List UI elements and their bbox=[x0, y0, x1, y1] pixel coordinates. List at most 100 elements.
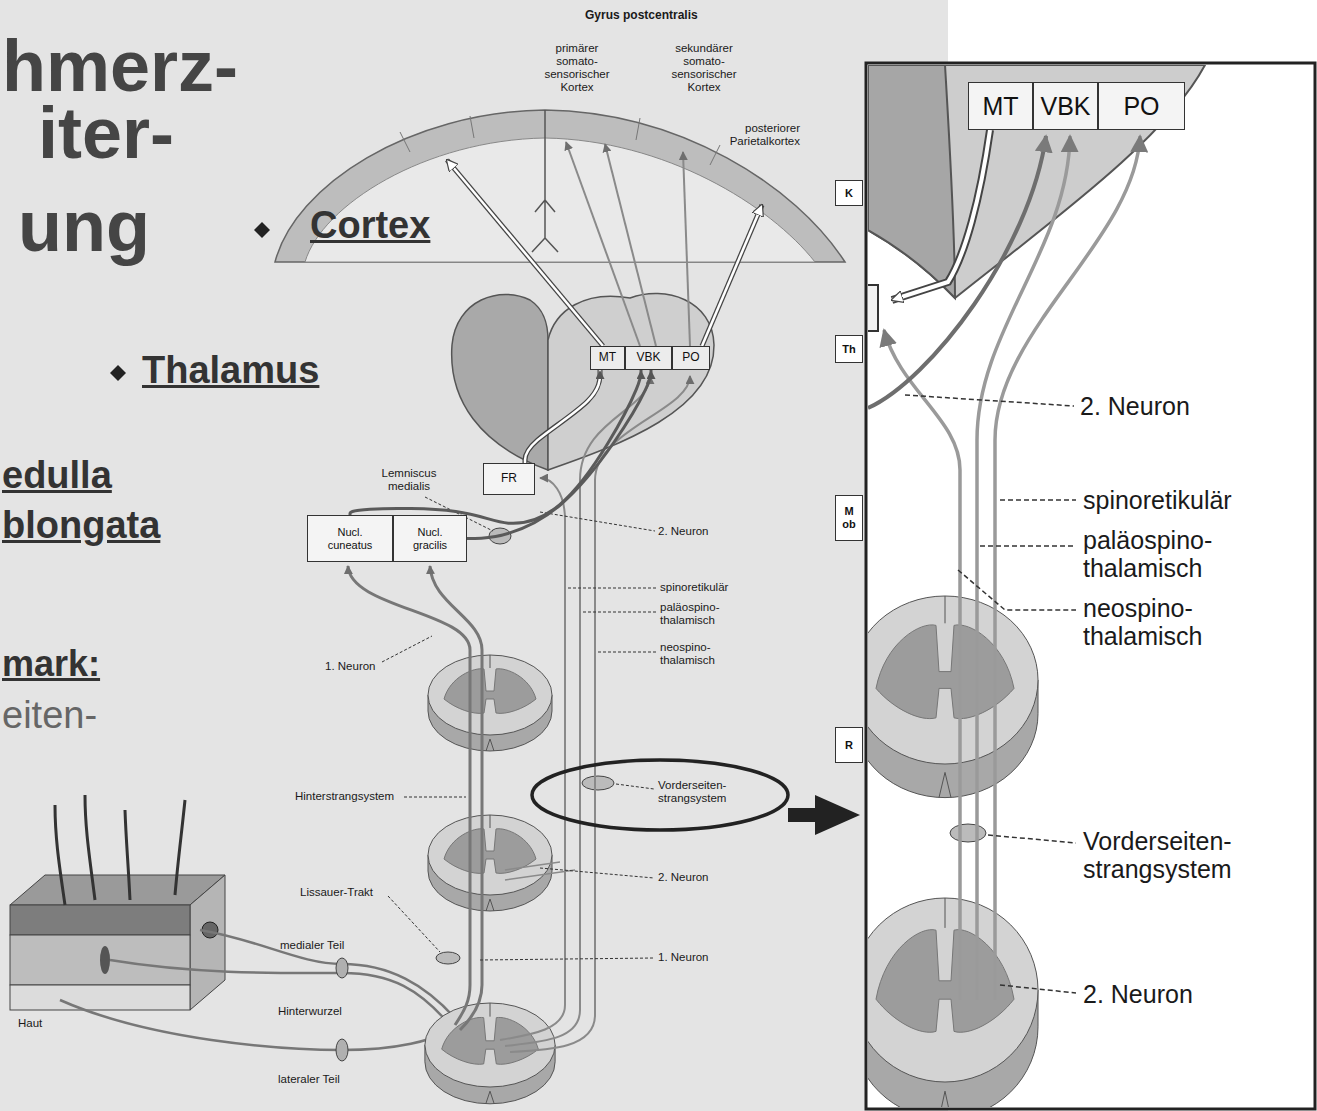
ascending-pathway bbox=[505, 862, 575, 880]
node-text: VBK bbox=[1040, 92, 1090, 121]
inset-panel bbox=[868, 596, 1038, 798]
bullet-symbol bbox=[110, 365, 126, 381]
structure-label: Lemniscus medialis bbox=[376, 467, 442, 493]
inset-panel bbox=[868, 898, 1038, 1107]
inset-panel bbox=[958, 570, 1076, 610]
annotation-label: Haut bbox=[18, 1017, 42, 1030]
annotation-label: 2. Neuron bbox=[1080, 392, 1190, 420]
annotation-label: spinoretikulär bbox=[1083, 486, 1232, 514]
node-text: M ob bbox=[841, 505, 857, 530]
structure-label: posteriorer Parietalkortex bbox=[716, 122, 800, 148]
inset-panel bbox=[868, 285, 878, 331]
skin-block bbox=[100, 946, 110, 974]
leader-line bbox=[480, 958, 654, 960]
leader-line bbox=[583, 612, 656, 613]
annotation-label: lateraler Teil bbox=[278, 1073, 340, 1086]
annotation-label: Hinterstrangsystem bbox=[295, 790, 394, 803]
structure-label: sekundärer somato-sensorischer Kortex bbox=[664, 42, 744, 94]
annotation-label: Hinterwurzel bbox=[278, 1005, 342, 1018]
annotation-label: Vorderseiten-strangsystem bbox=[1083, 827, 1253, 883]
slide-ground bbox=[0, 0, 948, 1111]
bullet-symbol bbox=[254, 222, 270, 238]
level-box: M ob bbox=[835, 495, 863, 541]
annotation-label: 1. Neuron bbox=[658, 951, 709, 964]
projection-arrow bbox=[525, 370, 600, 463]
projection-arrow bbox=[350, 370, 641, 523]
reticular-formation-box: FR bbox=[483, 463, 535, 495]
nucleus-box: MT bbox=[590, 346, 625, 370]
annotation-label: medialer Teil bbox=[280, 939, 344, 952]
inset-panel bbox=[950, 824, 986, 842]
skin-block bbox=[10, 875, 225, 905]
inset-panel bbox=[866, 63, 1315, 1109]
nucleus-box: PO bbox=[1098, 82, 1185, 130]
annotation-label: 2. Neuron bbox=[658, 525, 709, 538]
leader-line bbox=[382, 497, 656, 960]
cortex-section bbox=[275, 110, 845, 262]
cortex-section bbox=[275, 110, 845, 262]
inset-panel bbox=[977, 136, 1070, 1000]
annotation-label: 2. Neuron bbox=[658, 871, 709, 884]
annotation-label: Vorderseiten-strangsystem bbox=[658, 779, 740, 805]
inset-panel bbox=[892, 130, 990, 300]
nucleus-box: Nucl. gracilis bbox=[393, 515, 467, 562]
level-box: Th bbox=[835, 335, 863, 363]
thalamocortical-projection bbox=[605, 144, 656, 346]
inset-panel bbox=[868, 65, 955, 298]
tract-symbol bbox=[436, 952, 460, 964]
tract-symbol bbox=[582, 776, 614, 790]
leader-line bbox=[540, 868, 654, 878]
bullet-heading: mark: bbox=[2, 646, 100, 682]
nucleus-box: MT bbox=[968, 82, 1033, 130]
nerve-fiber bbox=[110, 960, 450, 1025]
skin-block bbox=[10, 795, 225, 1010]
skin-block bbox=[10, 935, 190, 985]
slide-title-fragment: ung bbox=[18, 190, 150, 262]
structure-label: primärer somato-sensorischer Kortex bbox=[538, 42, 616, 94]
ascending-pathway bbox=[348, 376, 690, 1052]
zoom-callout bbox=[532, 760, 860, 835]
inset-panel bbox=[1000, 499, 1076, 501]
ascending-pathway bbox=[500, 478, 565, 1040]
annotation-label: spinoretikulär bbox=[660, 581, 728, 594]
inset-panel bbox=[884, 330, 960, 1000]
node-text: FR bbox=[501, 472, 517, 486]
nucleus-box: PO bbox=[672, 346, 710, 370]
node-text: R bbox=[845, 739, 853, 752]
zoom-callout bbox=[788, 795, 860, 835]
leader-line bbox=[404, 797, 466, 798]
nerve-fiber bbox=[336, 1039, 348, 1061]
leader-line bbox=[598, 652, 656, 653]
skin-block bbox=[55, 795, 185, 905]
inset-panel bbox=[905, 395, 1074, 406]
inset-panel bbox=[980, 545, 1076, 547]
node-text: MT bbox=[599, 351, 616, 365]
annotation-label: neospino-thalamisch bbox=[660, 641, 732, 667]
spinal-cord-section bbox=[425, 655, 555, 1104]
thalamocortical-projection bbox=[702, 205, 762, 346]
nucleus-box: VBK bbox=[625, 346, 672, 370]
projection-arrow-outline bbox=[525, 370, 600, 463]
inset-panel bbox=[905, 395, 1076, 993]
leader-line bbox=[388, 896, 440, 952]
node-text: K bbox=[845, 187, 853, 200]
nerve-fiber bbox=[60, 930, 455, 1061]
level-box: K bbox=[835, 180, 863, 206]
annotation-label: paläospino-thalamisch bbox=[660, 601, 732, 627]
nerve-fiber bbox=[60, 1000, 455, 1050]
bullet-heading: Cortex bbox=[310, 206, 430, 244]
thalamocortical-projection bbox=[702, 205, 762, 346]
node-text: PO bbox=[1123, 92, 1159, 121]
slide-title-fragment: iter- bbox=[38, 97, 174, 169]
bullet-heading: edulla bbox=[2, 456, 112, 494]
node-text: PO bbox=[682, 351, 699, 365]
thalamocortical-projection bbox=[447, 160, 603, 346]
leader-line bbox=[568, 588, 656, 589]
bullet-heading: blongata bbox=[2, 506, 160, 544]
annotation-label: Lissauer-Trakt bbox=[300, 886, 373, 899]
annotation-label: paläospino-thalamisch bbox=[1083, 526, 1233, 582]
ascending-pathway bbox=[430, 566, 482, 1030]
leader-line bbox=[540, 512, 655, 531]
structure-label: Gyrus postcentralis bbox=[585, 9, 698, 22]
inset-panel bbox=[1000, 985, 1076, 993]
